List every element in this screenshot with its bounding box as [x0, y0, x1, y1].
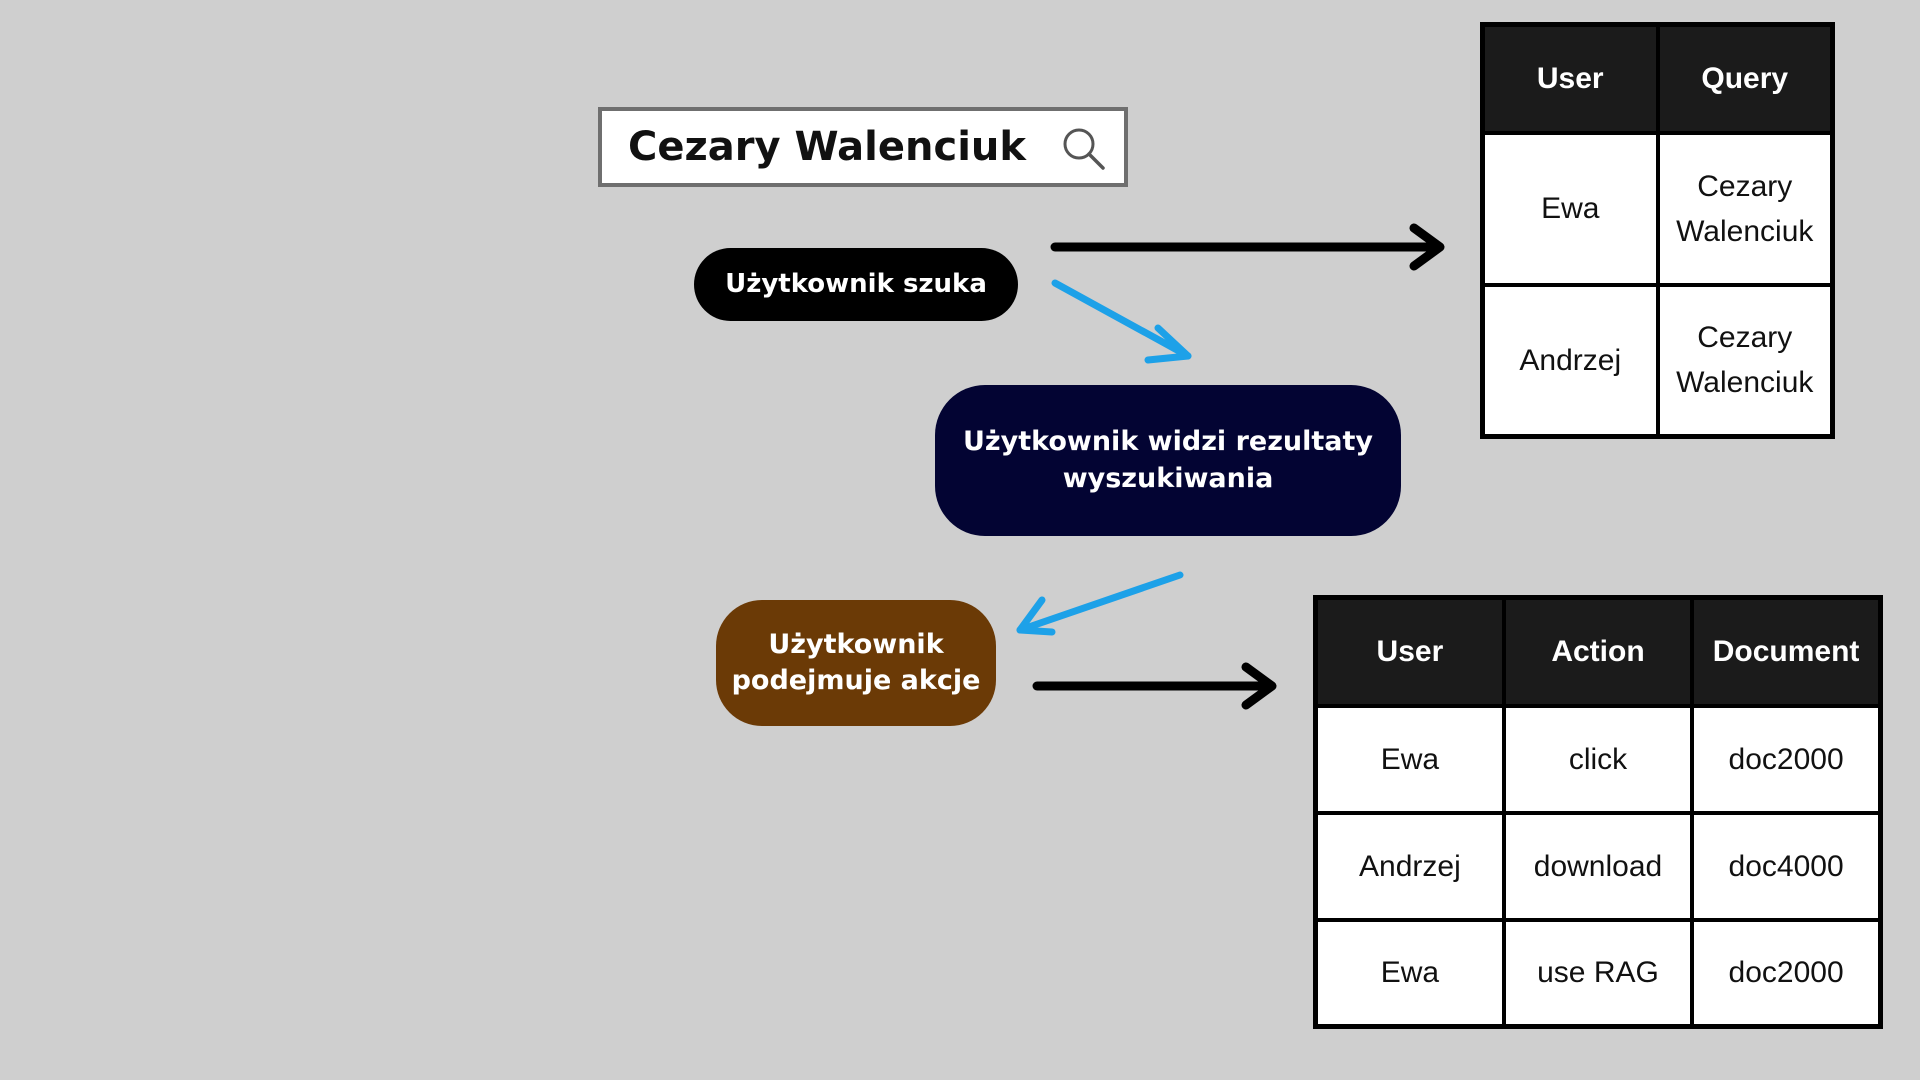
action-table-cell: doc4000	[1690, 810, 1883, 922]
table-row: Ewa use RAG doc2000	[1313, 917, 1883, 1029]
arrow-searches-to-results	[1051, 279, 1192, 364]
search-icon	[1063, 128, 1105, 170]
arrow-to-action-log	[1032, 662, 1277, 710]
table-row: Ewa Cezary Walenciuk	[1480, 130, 1835, 287]
action-table-cell: download	[1501, 810, 1695, 922]
query-table-cell: Ewa	[1480, 130, 1660, 287]
action-table-cell: doc2000	[1690, 917, 1883, 1029]
action-log-table: User Action Document Ewa click doc2000 A…	[1313, 595, 1883, 1029]
search-bar[interactable]: Cezary Walenciuk	[598, 107, 1128, 187]
action-table-cell: doc2000	[1690, 703, 1883, 815]
action-table-header-user: User	[1313, 595, 1506, 708]
query-table-header-query: Query	[1655, 22, 1835, 135]
action-table-header-document: Document	[1690, 595, 1883, 708]
table-row: Andrzej Cezary Walenciuk	[1480, 282, 1835, 439]
query-table-cell: Cezary Walenciuk	[1655, 282, 1835, 439]
query-table-cell: Andrzej	[1480, 282, 1660, 439]
table-row: Ewa click doc2000	[1313, 703, 1883, 815]
arrow-to-query-log	[1050, 223, 1445, 271]
query-table-cell: Cezary Walenciuk	[1655, 130, 1835, 287]
table-row: Andrzej download doc4000	[1313, 810, 1883, 922]
node-user-searches: Użytkownik szuka	[694, 248, 1018, 321]
action-table-cell: Ewa	[1313, 917, 1506, 1029]
action-table-cell: use RAG	[1501, 917, 1695, 1029]
query-log-table: User Query Ewa Cezary Walenciuk Andrzej …	[1480, 22, 1835, 439]
search-query-text: Cezary Walenciuk	[628, 124, 1026, 170]
query-table-header-user: User	[1480, 22, 1660, 135]
action-table-cell: Andrzej	[1313, 810, 1506, 922]
arrow-results-to-action	[1016, 571, 1184, 636]
node-user-takes-action: Użytkownik podejmuje akcje	[716, 600, 996, 726]
action-table-cell: Ewa	[1313, 703, 1506, 815]
action-table-cell: click	[1501, 703, 1695, 815]
node-user-sees-results: Użytkownik widzi rezultaty wyszukiwania	[935, 385, 1401, 536]
action-table-header-action: Action	[1501, 595, 1695, 708]
